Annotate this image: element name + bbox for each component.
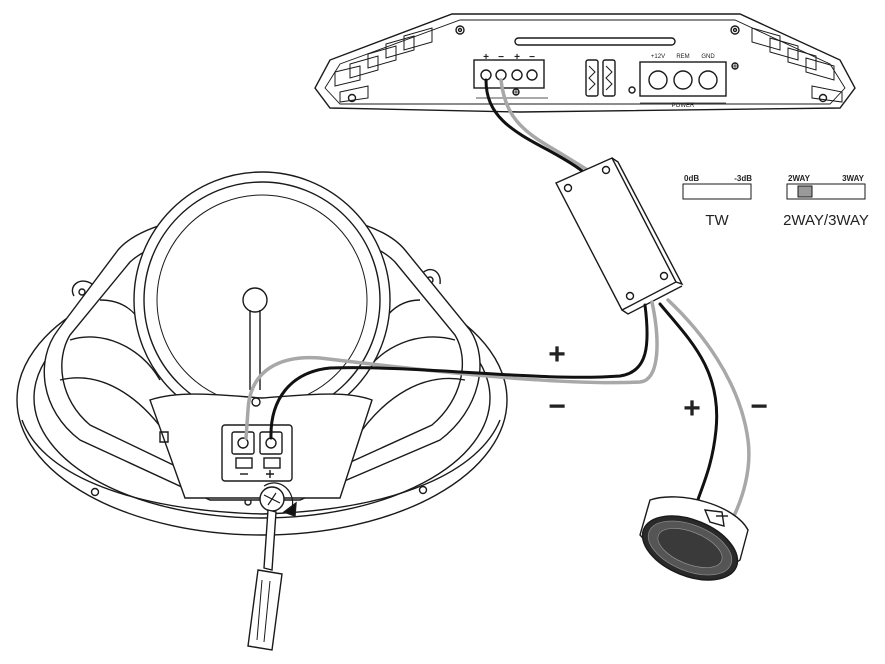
wire-gray-woofer bbox=[244, 300, 659, 440]
terminal-3 bbox=[511, 69, 523, 81]
way-switch-knob[interactable] bbox=[797, 185, 813, 198]
fuse-2 bbox=[602, 59, 616, 97]
crossover-to-woofer-wires bbox=[244, 300, 659, 440]
wire-black-tweeter bbox=[658, 302, 719, 514]
way-switch[interactable]: 2WAY 3WAY 2WAY/3WAY bbox=[783, 174, 869, 229]
tw-switch-name: TW bbox=[705, 212, 729, 229]
screwdriver-shaft bbox=[263, 509, 277, 571]
tw-switch-right-label: -3dB bbox=[734, 174, 752, 183]
power-terminal bbox=[639, 61, 727, 97]
tweeter-minus-label: − bbox=[750, 390, 768, 423]
power-label-rem: REM bbox=[676, 54, 689, 60]
power-caption: POWER bbox=[672, 103, 695, 109]
power-terminal-gnd bbox=[698, 70, 718, 90]
mount-hole-4 bbox=[418, 485, 428, 495]
screwdriver bbox=[247, 482, 297, 651]
wire-gray-tweeter bbox=[666, 298, 751, 522]
power-label-12v: +12V bbox=[651, 54, 665, 60]
woofer-minus-label: − bbox=[548, 390, 566, 423]
tw-switch-left-label: 0dB bbox=[684, 174, 699, 183]
tweeter-plus-label: + bbox=[683, 392, 701, 425]
screwdriver-handle bbox=[247, 569, 283, 651]
terminal-sign-3: + bbox=[514, 52, 520, 63]
way-switch-left-label: 2WAY bbox=[788, 174, 811, 183]
wire-black-woofer bbox=[269, 303, 649, 440]
heatsink-right bbox=[751, 27, 843, 103]
way-switch-right-label: 3WAY bbox=[842, 174, 865, 183]
tweeter bbox=[639, 496, 749, 581]
mount-ear-1 bbox=[71, 280, 93, 297]
wire-black-amp bbox=[484, 78, 592, 180]
woofer-vent bbox=[242, 287, 268, 313]
speaker-output-terminal bbox=[473, 59, 545, 89]
mount-hole-3 bbox=[90, 487, 100, 497]
crossover-to-tweeter-wires bbox=[658, 298, 751, 522]
power-label-gnd: GND bbox=[701, 54, 715, 60]
terminal-sign-4: − bbox=[529, 52, 535, 63]
crossover bbox=[555, 157, 684, 315]
amplifier-body bbox=[314, 13, 856, 113]
power-terminal-rem bbox=[673, 70, 693, 90]
woofer-plus-label: + bbox=[548, 338, 566, 371]
crossover-body bbox=[555, 157, 677, 311]
woofer-speaker bbox=[16, 171, 508, 536]
terminal-sign-2: − bbox=[498, 52, 504, 63]
way-switch-name: 2WAY/3WAY bbox=[783, 212, 869, 229]
tw-switch[interactable]: 0dB -3dB TW bbox=[682, 174, 752, 229]
heatsink-left bbox=[334, 27, 433, 103]
amplifier bbox=[314, 13, 856, 113]
fuse-1 bbox=[585, 59, 599, 97]
terminal-4 bbox=[526, 69, 538, 81]
power-terminal-12v bbox=[648, 70, 668, 90]
terminal-sign-1: + bbox=[483, 52, 489, 63]
